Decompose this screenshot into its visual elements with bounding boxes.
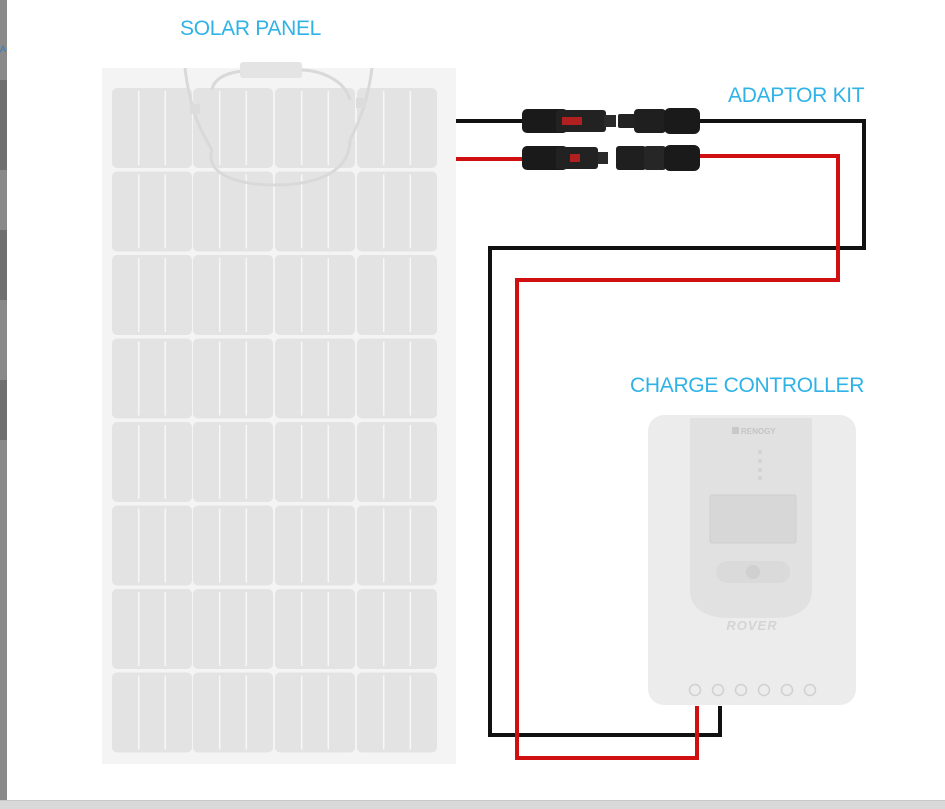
terminal-port bbox=[688, 683, 702, 697]
solar-cell bbox=[357, 589, 437, 669]
solar-cell bbox=[357, 672, 437, 753]
panel-connector-nub bbox=[190, 104, 200, 114]
terminal-port bbox=[734, 683, 748, 697]
solar-cell bbox=[275, 422, 355, 502]
mc4-connector-positive bbox=[522, 145, 700, 171]
negative-wire bbox=[488, 119, 866, 737]
center-button bbox=[746, 565, 760, 579]
solar-cell bbox=[357, 171, 437, 252]
solar-cell bbox=[112, 255, 192, 335]
renogy-logo-mark bbox=[732, 427, 739, 434]
solar-cell bbox=[112, 505, 192, 586]
edge-letter: A bbox=[0, 44, 7, 54]
controller-model: ROVER bbox=[726, 618, 777, 633]
controller-brand: RENOGY bbox=[741, 427, 776, 436]
terminal-port bbox=[803, 683, 817, 697]
controller-terminals bbox=[688, 683, 817, 697]
junction-box bbox=[240, 62, 302, 78]
solar-cell bbox=[112, 422, 192, 502]
charge-controller-label: CHARGE CONTROLLER bbox=[630, 374, 865, 397]
solar-cell bbox=[275, 171, 355, 252]
status-leds bbox=[758, 450, 762, 480]
solar-cell bbox=[193, 88, 273, 168]
window-edge-strip bbox=[0, 0, 7, 800]
solar-cell bbox=[193, 589, 273, 669]
solar-cell bbox=[357, 255, 437, 335]
mc4-connector-negative bbox=[522, 108, 700, 134]
solar-cell bbox=[112, 338, 192, 419]
window-edge-segment bbox=[0, 80, 7, 170]
terminal-port bbox=[780, 683, 794, 697]
terminal-port bbox=[757, 683, 771, 697]
solar-panel-cells bbox=[112, 88, 437, 753]
solar-cell bbox=[275, 338, 355, 419]
solar-cell bbox=[193, 171, 273, 252]
terminal-port bbox=[711, 683, 725, 697]
window-edge-segment bbox=[0, 380, 7, 440]
solar-cell bbox=[112, 88, 192, 168]
solar-cell bbox=[193, 338, 273, 419]
solar-cell bbox=[193, 255, 273, 335]
solar-cell bbox=[112, 672, 192, 753]
solar-panel bbox=[102, 62, 456, 764]
solar-cell bbox=[275, 589, 355, 669]
solar-cell bbox=[357, 338, 437, 419]
solar-cell bbox=[275, 88, 355, 168]
controller-screen bbox=[709, 494, 797, 544]
adaptor-kit-label: ADAPTOR KIT bbox=[728, 84, 865, 107]
solar-cell bbox=[193, 505, 273, 586]
solar-panel-label: SOLAR PANEL bbox=[180, 17, 322, 40]
window-edge-segment bbox=[0, 230, 7, 300]
solar-cell bbox=[193, 672, 273, 753]
positive-wire bbox=[515, 154, 840, 760]
panel-connector-nub bbox=[356, 98, 366, 108]
solar-cell bbox=[357, 505, 437, 586]
solar-cell bbox=[357, 422, 437, 502]
adaptor-kit-connectors bbox=[522, 108, 700, 171]
solar-cell bbox=[357, 88, 437, 168]
charge-controller: RENOGY ROVER bbox=[648, 415, 856, 705]
wires bbox=[456, 119, 866, 760]
solar-cell bbox=[112, 171, 192, 252]
solar-cell bbox=[193, 422, 273, 502]
solar-cell bbox=[275, 672, 355, 753]
window-bottom-bar bbox=[0, 800, 945, 809]
solar-cell bbox=[112, 589, 192, 669]
solar-cell bbox=[275, 255, 355, 335]
solar-cell bbox=[275, 505, 355, 586]
